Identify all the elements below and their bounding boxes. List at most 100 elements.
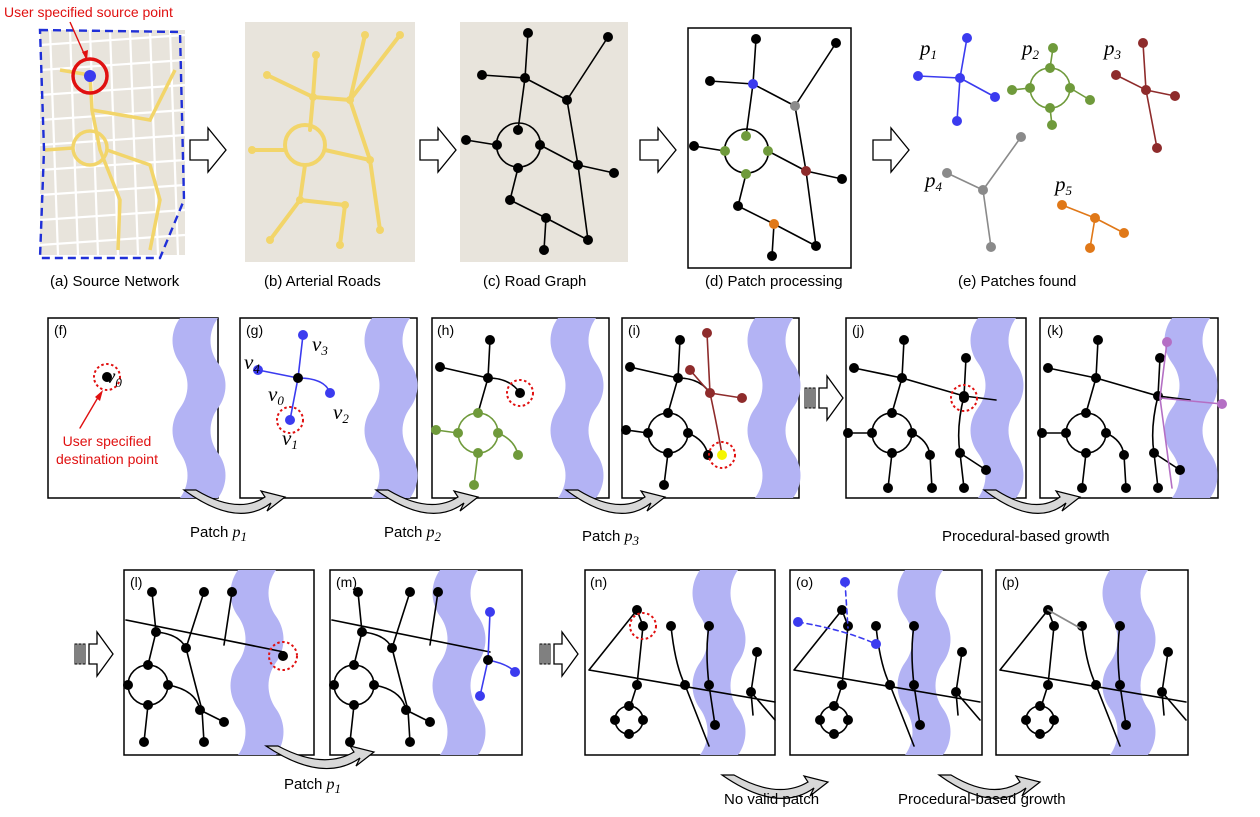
road-node bbox=[837, 680, 847, 690]
patch-p3-edge bbox=[1145, 89, 1158, 149]
street bbox=[128, 29, 140, 256]
arrow-stripe bbox=[804, 387, 808, 409]
road-node bbox=[610, 715, 620, 725]
road-edge bbox=[771, 223, 775, 257]
road-node bbox=[909, 621, 919, 631]
patch-p1-edge bbox=[959, 77, 996, 98]
caption-c: (c) Road Graph bbox=[483, 273, 587, 290]
arterial-node bbox=[336, 241, 344, 249]
patch-p5-node bbox=[1119, 228, 1129, 238]
arterial-node bbox=[341, 201, 349, 209]
road-edge bbox=[745, 83, 754, 137]
road-edge bbox=[709, 80, 754, 85]
road-edge bbox=[465, 139, 498, 146]
patch-p1-edge bbox=[959, 37, 968, 79]
growth-edge bbox=[1159, 341, 1223, 489]
road-edge bbox=[752, 38, 757, 85]
road-node bbox=[1061, 428, 1071, 438]
patch-node bbox=[510, 667, 520, 677]
road-node bbox=[843, 621, 853, 631]
road-node bbox=[899, 335, 909, 345]
patch-p5-node bbox=[1057, 200, 1067, 210]
road-node bbox=[405, 737, 415, 747]
patch-node bbox=[285, 415, 295, 425]
graph-node bbox=[741, 169, 751, 179]
road-node bbox=[1043, 680, 1053, 690]
road-node bbox=[1157, 687, 1167, 697]
patch-p2-node bbox=[1085, 95, 1095, 105]
road-node bbox=[483, 373, 493, 383]
road-node bbox=[961, 353, 971, 363]
arrow-stripe bbox=[543, 643, 547, 665]
road-edge bbox=[566, 36, 609, 101]
patch-node bbox=[325, 388, 335, 398]
road-edge bbox=[752, 83, 796, 107]
road-node bbox=[1115, 621, 1125, 631]
road-node bbox=[181, 643, 191, 653]
road-node bbox=[624, 701, 634, 711]
street bbox=[39, 58, 186, 72]
panel-tag-n: (n) bbox=[590, 574, 608, 590]
patch-p5-node bbox=[1085, 243, 1095, 253]
road-node bbox=[704, 680, 714, 690]
patch-p4-edge bbox=[982, 189, 992, 248]
graph-node bbox=[720, 146, 730, 156]
transition-h-i bbox=[564, 489, 667, 514]
street bbox=[39, 233, 186, 247]
road-node bbox=[887, 448, 897, 458]
road-node bbox=[680, 680, 690, 690]
arrow-stripe bbox=[539, 643, 543, 665]
patch-node bbox=[298, 330, 308, 340]
road-node bbox=[885, 680, 895, 690]
street bbox=[39, 208, 186, 222]
road-node bbox=[897, 373, 907, 383]
road-edge bbox=[543, 217, 547, 251]
graph-node bbox=[811, 241, 821, 251]
patch-p5-edge bbox=[1089, 217, 1096, 249]
patch-p4-node bbox=[1016, 132, 1026, 142]
road-node bbox=[959, 483, 969, 493]
panel-tag-j: (j) bbox=[852, 322, 865, 338]
graph-node bbox=[801, 166, 811, 176]
transition-g-h bbox=[374, 489, 480, 514]
patch-p2-edge bbox=[1011, 47, 1091, 126]
road-node bbox=[959, 393, 969, 403]
vertex-label-v4: v4 bbox=[244, 350, 260, 376]
road-node bbox=[643, 428, 653, 438]
road-node bbox=[123, 680, 133, 690]
graph-node bbox=[751, 34, 761, 44]
graph-node bbox=[689, 141, 699, 151]
destination-point bbox=[102, 372, 112, 382]
tentative-node bbox=[793, 617, 803, 627]
road-node bbox=[849, 363, 859, 373]
patch-node bbox=[469, 480, 479, 490]
destination-ring-j bbox=[950, 384, 978, 412]
arrow-label-growth1: Procedural-based growth bbox=[942, 528, 1110, 545]
road-node bbox=[632, 680, 642, 690]
patch-p4-edge bbox=[946, 172, 984, 191]
destination-ring-l bbox=[268, 641, 298, 671]
patch-label-p4: p4 bbox=[925, 168, 942, 194]
panel-tag-g: (g) bbox=[246, 322, 264, 338]
road-edge bbox=[767, 150, 807, 172]
graph-node bbox=[523, 28, 533, 38]
graph-node bbox=[539, 245, 549, 255]
road-node bbox=[632, 605, 642, 615]
graph-node bbox=[705, 76, 715, 86]
arterial-node bbox=[366, 156, 374, 164]
street bbox=[39, 33, 186, 47]
destination-ring-i bbox=[708, 441, 736, 469]
arterial-node bbox=[346, 96, 354, 104]
destination-ring-g bbox=[276, 406, 304, 434]
graph-node bbox=[573, 160, 583, 170]
road-edge bbox=[566, 99, 579, 166]
road-node bbox=[1121, 720, 1131, 730]
arrow-stripe bbox=[812, 387, 816, 409]
graph-node bbox=[461, 135, 471, 145]
graph-node bbox=[837, 174, 847, 184]
arrow-stripe bbox=[547, 643, 551, 665]
patch-p3-edge bbox=[1142, 42, 1147, 91]
road-edge bbox=[524, 32, 529, 79]
road-node bbox=[433, 587, 443, 597]
